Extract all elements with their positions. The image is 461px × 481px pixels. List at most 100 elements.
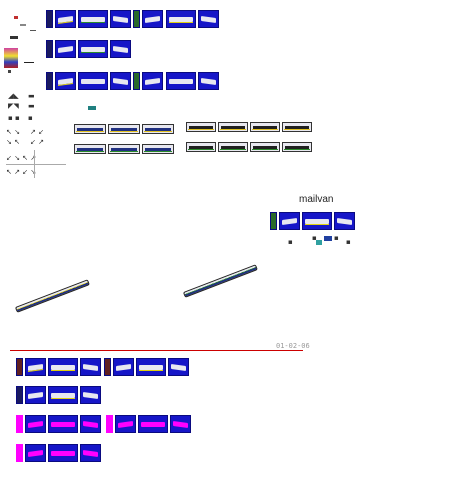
arrow-glyph: ↙ ↗ (30, 138, 44, 146)
sprite-view-1 (25, 386, 46, 404)
sprite-view-2 (48, 415, 78, 433)
sprite-end-view-2 (104, 358, 111, 376)
arrow-glyph: ↖ ↗ ↙ ↘ (6, 168, 37, 176)
sprite-view-1 (25, 444, 46, 462)
swatch-dark (10, 36, 18, 39)
swatch-gray (20, 24, 26, 26)
sprite-view-4 (142, 72, 163, 90)
mailvan-small-sprites: ▪ ▪ ▪ ▪ (288, 234, 358, 248)
direction-glyph-grid: ◢◣ ▬ ◤◥ ▬ ▪ ▪ ▪ ↖ ↘ ↗ ↙ ↘ ↖ ↙ ↗ ↙ ↘ ↖ ↗ … (6, 92, 66, 182)
glyph-column (4, 12, 40, 82)
side-car-1 (74, 124, 106, 134)
code-label: 01-02-06 (276, 342, 310, 350)
sprite-end-view (16, 415, 23, 433)
sprite-view-3 (110, 10, 131, 28)
sprite-end-view (46, 72, 53, 90)
sprite-view-1 (25, 358, 46, 376)
grid-divider-h (6, 164, 66, 165)
side-long-car-4 (282, 122, 312, 132)
side-view-group-right (186, 120, 316, 156)
sprite-view-3 (80, 415, 101, 433)
thumb-row-3 (46, 72, 226, 94)
small-sprite-block (316, 240, 322, 245)
diagonal-train-right (182, 264, 258, 298)
side-long-car-6 (218, 142, 248, 152)
side-car-6 (142, 144, 174, 154)
small-sprite: ▪ (334, 234, 339, 242)
sprite-end-view (16, 386, 23, 404)
side-long-car-1 (186, 122, 216, 132)
mailvan-view-3 (334, 212, 355, 230)
arrow-glyph: ↘ ↖ (6, 138, 20, 146)
section-divider (10, 350, 303, 351)
arrow-glyph: ↙ ↘ ↖ ↗ (6, 154, 37, 162)
small-sprite: ▪ (346, 238, 351, 246)
sprite-view-2 (48, 358, 78, 376)
sprite-view-2 (48, 444, 78, 462)
mailvan-view-1 (279, 212, 300, 230)
small-sprite-block (324, 236, 332, 241)
swatch-small-1 (30, 30, 36, 31)
sprite-view-3 (110, 72, 131, 90)
thumb-row-2 (46, 40, 146, 62)
sprite-view-5 (166, 72, 196, 90)
swatch-red (14, 16, 18, 19)
bottom-thumb-row-1 (16, 358, 196, 380)
sprite-view-3 (80, 386, 101, 404)
sprite-view-2 (78, 72, 108, 90)
arrow-glyph: ▬ (28, 92, 35, 100)
mailvan-thumbs (270, 212, 366, 232)
sprite-view-5 (166, 10, 196, 28)
side-car-2 (108, 124, 140, 134)
livery-sample-stack (4, 48, 18, 68)
arrow-glyph: ↗ ↙ (30, 128, 44, 136)
side-car-3 (142, 124, 174, 134)
side-long-car-7 (250, 142, 280, 152)
side-long-car-2 (218, 122, 248, 132)
sprite-view-4 (142, 10, 163, 28)
bottom-thumb-row-3 (16, 415, 196, 437)
arrow-glyph: ▬ (28, 102, 35, 110)
side-view-group-left (74, 106, 178, 156)
mailvan-label: mailvan (299, 194, 334, 205)
small-sprite: ▪ (312, 234, 317, 242)
sprite-view-3 (80, 358, 101, 376)
side-car-4 (74, 144, 106, 154)
side-long-car-8 (282, 142, 312, 152)
arrow-glyph: ◢◣ (8, 92, 19, 100)
bottom-thumb-row-4 (16, 444, 116, 466)
swatch-small-3 (24, 62, 34, 63)
side-long-car-3 (250, 122, 280, 132)
sprite-end-view-2 (133, 72, 140, 90)
sprite-end-view-2 (106, 415, 113, 433)
mailvan-end-view (270, 212, 277, 230)
sprite-view-5 (136, 358, 166, 376)
arrow-glyph: ◤◥ (8, 102, 19, 110)
sprite-view-2 (78, 10, 108, 28)
sprite-view-1 (55, 10, 76, 28)
side-car-5 (108, 144, 140, 154)
sprite-view-3 (110, 40, 131, 58)
sprite-view-4 (113, 358, 134, 376)
sprite-end-view (16, 358, 23, 376)
sprite-end-view (16, 444, 23, 462)
arrow-glyph: ▪ ▪ (8, 114, 20, 122)
sprite-end-view (46, 10, 53, 28)
small-sprite: ▪ (288, 238, 293, 246)
bottom-thumb-row-2 (16, 386, 116, 408)
arrow-glyph: ▪ (28, 114, 33, 122)
sprite-view-6 (170, 415, 191, 433)
mailvan-view-2 (302, 212, 332, 230)
diagonal-train-left (14, 279, 90, 313)
arrow-glyph: ↖ ↘ (6, 128, 20, 136)
small-marker (88, 106, 96, 110)
side-long-car-5 (186, 142, 216, 152)
thumb-row-1 (46, 10, 226, 32)
sprite-end-view-2 (133, 10, 140, 28)
sprite-view-3 (80, 444, 101, 462)
sprite-view-1 (25, 415, 46, 433)
sprite-view-6 (198, 72, 219, 90)
sprite-view-1 (55, 72, 76, 90)
sprite-end-view (46, 40, 53, 58)
swatch-small-2 (8, 70, 11, 73)
